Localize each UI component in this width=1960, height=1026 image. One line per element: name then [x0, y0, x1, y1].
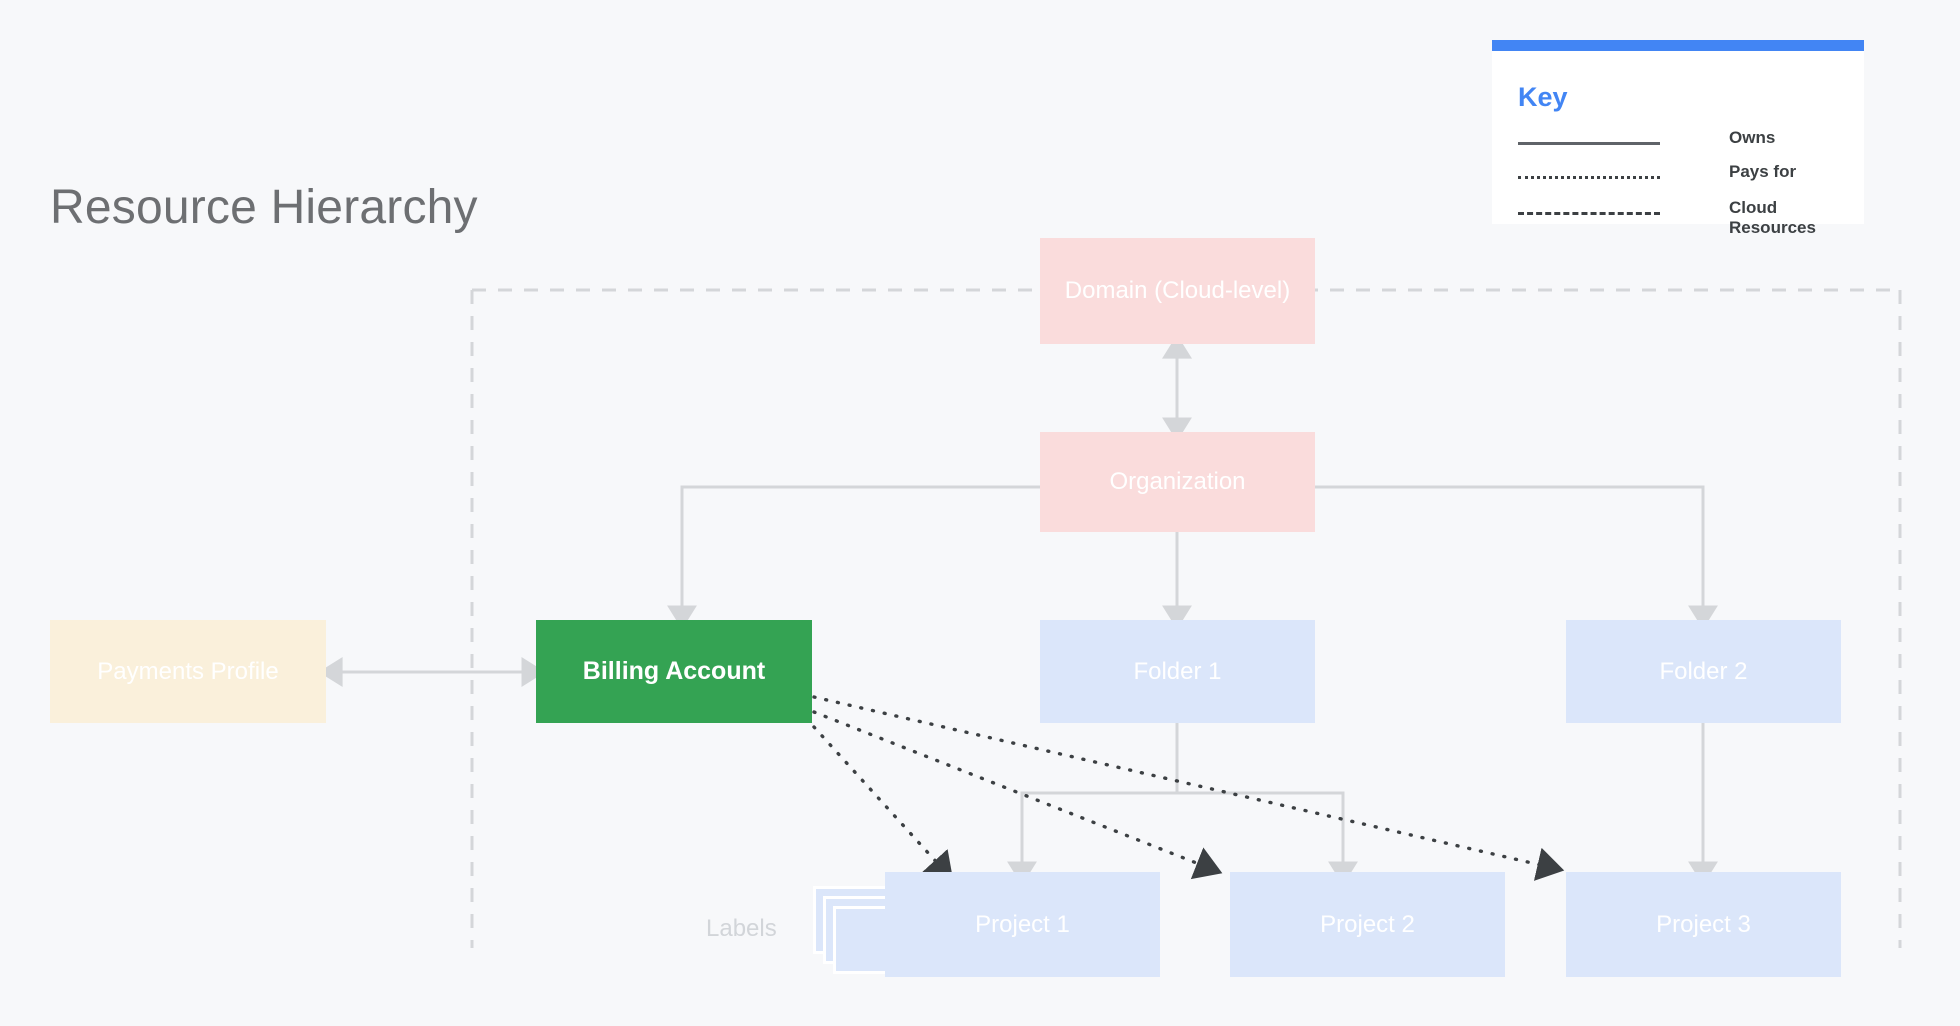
edge-organization-folder2 — [1315, 485, 1718, 630]
node-domain-label: Domain (Cloud-level) — [1064, 277, 1291, 305]
key-row-owns: Owns — [1518, 128, 1864, 162]
node-folder1-label: Folder 1 — [1133, 657, 1222, 685]
edge-billing-account-project3 — [812, 695, 1565, 881]
node-project3-label: Project 3 — [1656, 910, 1751, 938]
node-billing-account-label: Billing Account — [582, 657, 766, 686]
node-project2[interactable]: Project 2 — [1230, 872, 1505, 977]
node-project3[interactable]: Project 3 — [1566, 872, 1841, 977]
edge-billing-account-project1 — [812, 725, 954, 881]
edge-folder1-project1 — [1007, 723, 1179, 886]
node-folder2-label: Folder 2 — [1659, 657, 1748, 685]
node-domain[interactable]: Domain (Cloud-level) — [1040, 238, 1315, 344]
page-title: Resource Hierarchy — [50, 181, 478, 234]
key-label-cloud-resources: Cloud Resources — [1729, 198, 1816, 237]
node-organization[interactable]: Organization — [1040, 432, 1315, 532]
key-row-cloud-resources: Cloud Resources — [1518, 198, 1864, 237]
node-organization-label: Organization — [1109, 468, 1246, 496]
node-payments-profile-label: Payments Profile — [97, 657, 279, 685]
node-folder1[interactable]: Folder 1 — [1040, 620, 1315, 723]
node-folder2[interactable]: Folder 2 — [1566, 620, 1841, 723]
node-project1[interactable]: Project 1 — [885, 872, 1160, 977]
edge-billing-account-project2 — [812, 710, 1223, 880]
edge-organization-billing-account — [667, 485, 1040, 630]
dotted-line-sample — [1518, 176, 1660, 179]
edge-folder1-project2 — [1175, 723, 1358, 886]
key-label-pays-for: Pays for — [1729, 162, 1797, 181]
solid-line-sample — [1518, 142, 1660, 145]
key-title: Key — [1518, 82, 1568, 112]
key-label-owns: Owns — [1729, 128, 1776, 147]
node-project2-label: Project 2 — [1320, 910, 1415, 938]
key-row-pays-for: Pays for — [1518, 162, 1864, 196]
key-accent-bar — [1492, 40, 1864, 51]
node-project1-label: Project 1 — [975, 910, 1070, 938]
labels-caption: Labels — [706, 915, 777, 942]
node-billing-account[interactable]: Billing Account — [536, 620, 812, 723]
cloud-resources-boundary — [470, 288, 1902, 948]
key-legend: Key Owns Pays for Cloud Resources — [1492, 40, 1864, 237]
node-payments-profile[interactable]: Payments Profile — [50, 620, 326, 723]
dashed-line-sample — [1518, 212, 1660, 215]
